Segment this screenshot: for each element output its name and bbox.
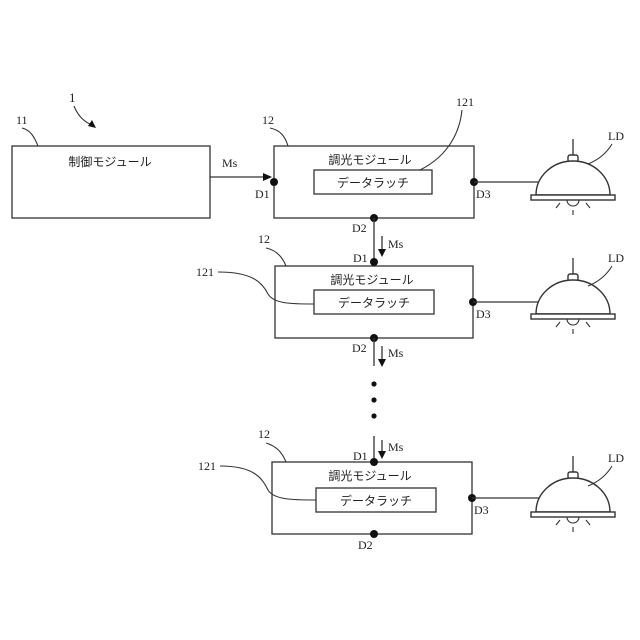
lamp-ref: LD	[608, 129, 624, 143]
dimming-module-label: 調光モジュール	[328, 469, 411, 483]
port-d1	[370, 458, 378, 466]
figure-ref-label: 1	[69, 90, 76, 105]
port-d2-label: D2	[352, 221, 367, 235]
ms-arrowhead-1	[378, 249, 386, 257]
port-d3-label: D3	[476, 307, 491, 321]
control-module-ref: 11	[16, 113, 28, 127]
lamp-ref: LD	[608, 251, 624, 265]
dimming-module-leader	[266, 443, 286, 462]
dimming-module-ref: 12	[258, 427, 270, 441]
lamp-ref: LD	[608, 451, 624, 465]
port-d2-label: D2	[352, 341, 367, 355]
lamp-icon	[531, 258, 615, 334]
ellipsis-dot-2	[371, 397, 376, 402]
dimming-module-label: 調光モジュール	[328, 153, 411, 167]
lamp-icon	[531, 456, 615, 532]
ms-arrowhead-0	[263, 173, 272, 181]
port-d1	[370, 258, 378, 266]
port-d3-label: D3	[476, 187, 491, 201]
port-d3-label: D3	[474, 503, 489, 517]
port-d1-label: D1	[353, 449, 368, 463]
data-latch-ref: 121	[198, 459, 216, 473]
port-d1-label: D1	[255, 187, 270, 201]
dimming-module-ref: 12	[262, 113, 274, 127]
control-module-leader	[22, 128, 38, 146]
signal-label-ms-3: Ms	[388, 440, 404, 454]
lamp-leader	[588, 266, 612, 286]
lamp-icon	[531, 139, 615, 215]
port-d2	[370, 530, 378, 538]
dimming-module-leader	[270, 128, 288, 146]
lamp-leader	[588, 144, 612, 164]
ellipsis-dot-1	[371, 381, 376, 386]
data-latch-label: データラッチ	[340, 493, 412, 508]
port-d1	[270, 178, 278, 186]
dimming-module-leader	[266, 248, 286, 266]
data-latch-ref: 121	[196, 265, 214, 279]
ellipsis-dot-3	[371, 413, 376, 418]
dimming-module-2: 12 調光モジュール データラッチ 121 D1 D3 D2 LD	[196, 232, 624, 355]
data-latch-label: データラッチ	[338, 295, 410, 310]
dimming-module-1: 12 調光モジュール データラッチ 121 D1 D3 D2 LD	[255, 95, 624, 235]
dimming-module-label: 調光モジュール	[330, 273, 413, 287]
signal-label-ms-1: Ms	[388, 237, 404, 251]
ms-arrowhead-3	[378, 451, 386, 459]
dimming-module-ref: 12	[258, 232, 270, 246]
signal-label-ms-2: Ms	[388, 346, 404, 360]
data-latch-label: データラッチ	[337, 175, 409, 190]
port-d1-label: D1	[353, 251, 368, 265]
control-module-label: 制御モジュール	[68, 154, 151, 169]
ms-arrowhead-2	[378, 359, 386, 367]
port-d2-label: D2	[358, 538, 373, 552]
data-latch-ref: 121	[456, 95, 474, 109]
signal-label-ms-0: Ms	[222, 156, 238, 170]
dimming-module-3: 12 調光モジュール データラッチ 121 D1 D3 D2 LD	[198, 427, 624, 552]
